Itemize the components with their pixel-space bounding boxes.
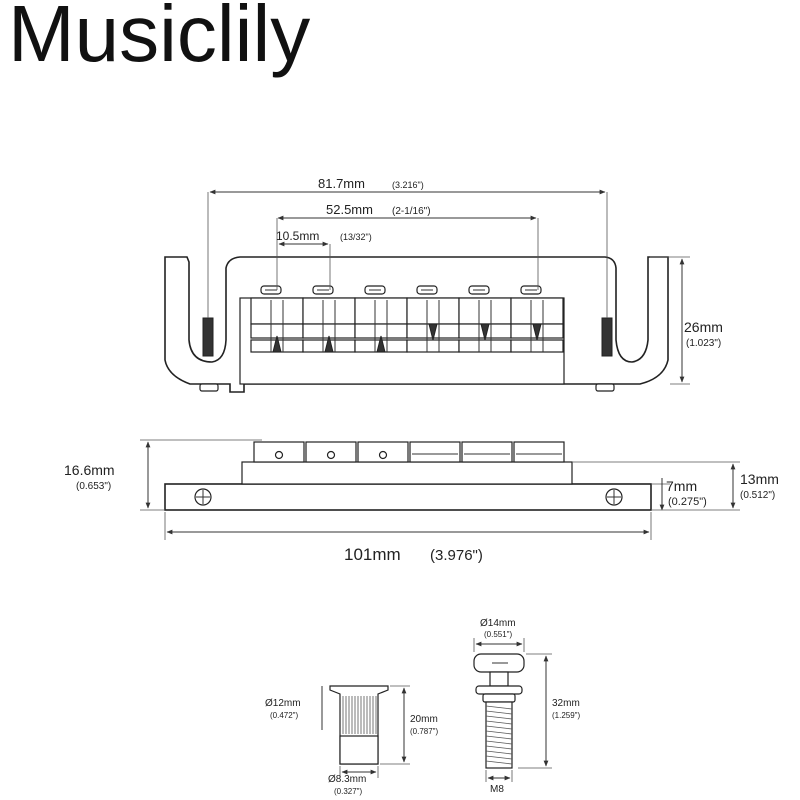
brand-logo: Musiclily — [8, 0, 311, 78]
stud: Ø14mm (0.551") 32mm (1.259") M8 — [473, 618, 581, 795]
bushing-height: 20mm — [410, 714, 438, 725]
saddle-side — [357, 441, 409, 463]
top-view: 81.7mm (3.216") 52.5mm (2-1/16") 10.5mm … — [164, 176, 723, 393]
saddle-side — [461, 441, 513, 463]
stud-head-diameter: Ø14mm — [480, 618, 516, 629]
dim-length-in: (3.976") — [430, 547, 483, 564]
dim-height: 26mm — [684, 319, 723, 335]
right-post — [601, 317, 613, 357]
bushing-inner: Ø8.3mm — [328, 774, 366, 785]
bushing: Ø12mm (0.472") 20mm (0.787") Ø8.3mm (0.3… — [265, 685, 439, 796]
saddles-side — [253, 441, 565, 463]
saddle-top — [458, 285, 512, 353]
saddle-top — [510, 285, 564, 353]
bushing-height-in: (0.787") — [410, 727, 439, 736]
side-view: 16.6mm (0.653") 7mm (0.275") 13mm (0.512… — [64, 439, 779, 564]
side-screw-left — [194, 488, 212, 506]
dim-length: 101mm — [344, 545, 401, 564]
dim-saddle-in: (13/32") — [340, 232, 372, 242]
side-base-plate — [164, 483, 652, 511]
bushing-diameter: Ø12mm — [265, 698, 301, 709]
dim-height-in: (1.023") — [686, 338, 721, 349]
stud-length: 32mm — [552, 698, 580, 709]
dim-outer-post: 81.7mm — [318, 176, 365, 191]
dim-inner-post: 52.5mm — [326, 202, 373, 217]
saddles-top — [250, 285, 564, 353]
dim-total-height: 16.6mm — [64, 462, 115, 478]
saddle-side — [409, 441, 461, 463]
left-post — [202, 317, 214, 357]
stud-head-diameter-in: (0.551") — [484, 630, 513, 639]
saddle-side — [305, 441, 357, 463]
bushing-diameter-in: (0.472") — [270, 711, 299, 720]
bushing-inner-in: (0.327") — [334, 787, 363, 796]
dim-saddle: 10.5mm — [276, 229, 319, 243]
stud-length-in: (1.259") — [552, 711, 581, 720]
dim-mid-in: (0.512") — [740, 490, 775, 501]
dim-mid: 13mm — [740, 471, 779, 487]
saddle-side — [513, 441, 565, 463]
dim-base-in: (0.275") — [668, 496, 707, 508]
stud-thread: M8 — [490, 784, 504, 795]
side-saddle-block — [241, 461, 573, 485]
screw-bottom-right — [595, 383, 615, 392]
dim-base: 7mm — [666, 478, 697, 494]
side-screw-right — [605, 488, 623, 506]
dim-total-height-in: (0.653") — [76, 481, 111, 492]
dim-outer-post-in: (3.216") — [392, 180, 424, 190]
screw-bottom-left — [199, 383, 219, 392]
saddle-top — [406, 285, 460, 353]
dim-inner-post-in: (2-1/16") — [392, 206, 431, 217]
saddle-side — [253, 441, 305, 463]
